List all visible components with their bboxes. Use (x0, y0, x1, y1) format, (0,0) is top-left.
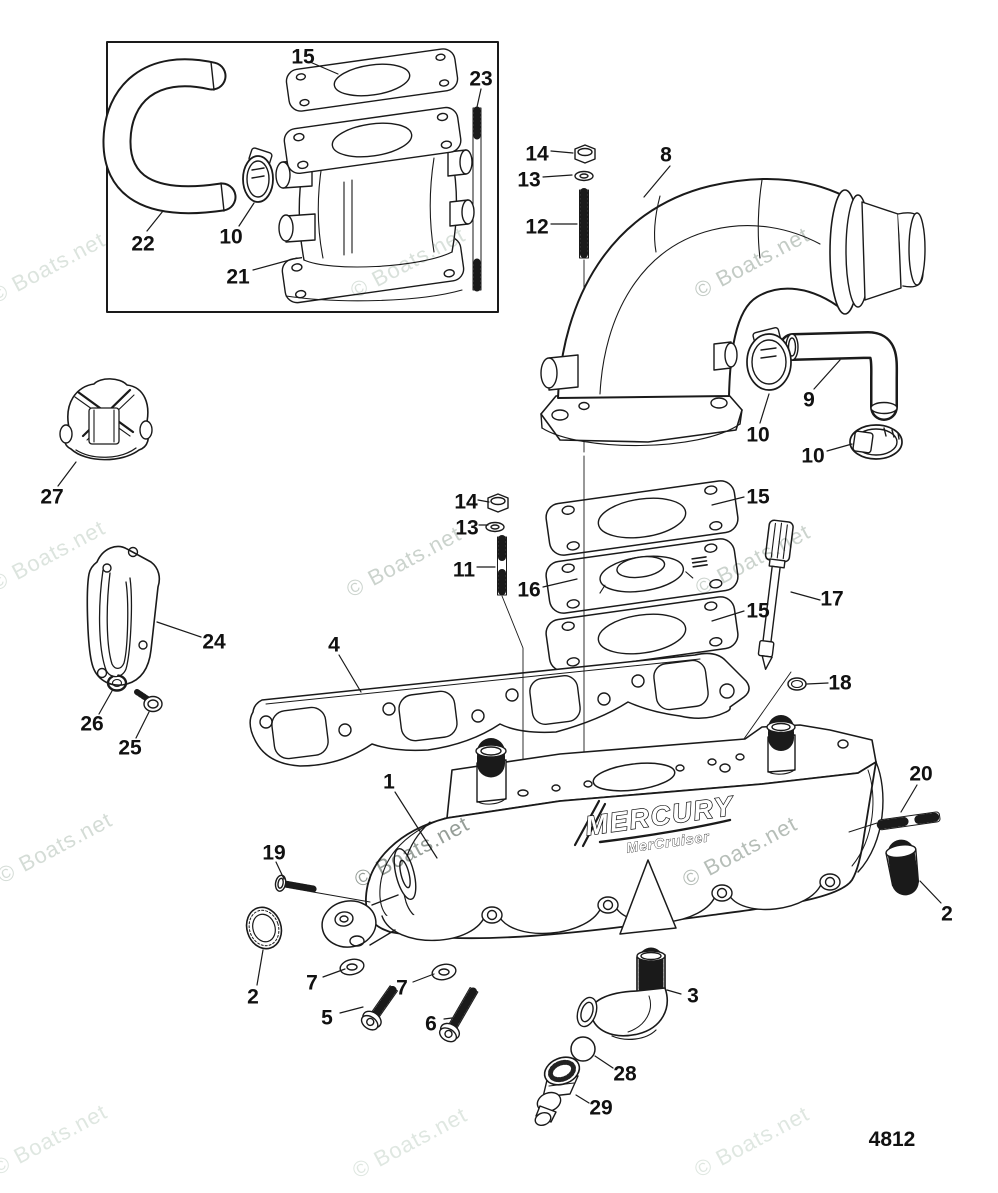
clamp-10-inset-drawing (242, 147, 274, 203)
elbow-outlet (829, 189, 926, 315)
ball-28-drawing (570, 1036, 596, 1062)
bolt-25-drawing (134, 689, 163, 713)
water-port-left (475, 738, 507, 805)
oring-18-drawing (787, 677, 807, 691)
callout-bracket-27: 27 (40, 486, 63, 509)
callout-washer-7-left: 7 (306, 972, 318, 995)
callout-fitting-3: 3 (687, 985, 699, 1008)
callout-inset-clamp-10: 10 (219, 226, 242, 249)
stud-20-pointer (848, 822, 878, 833)
stud-23-drawing (472, 106, 482, 292)
dipstick-17-drawing (757, 519, 794, 671)
stud-11-drawing (497, 535, 507, 597)
callout-oring-18: 18 (828, 672, 852, 695)
callout-stack-stud-11: 11 (453, 559, 476, 582)
callout-hose-9: 9 (803, 389, 815, 412)
manifold-1-drawing (321, 715, 884, 948)
washer-13-elbow-drawing (574, 170, 594, 182)
gasket-stack (485, 480, 807, 691)
callout-plug-2-right: 2 (941, 903, 953, 926)
washer-7-right-drawing (431, 963, 457, 981)
gasket-15-inset-drawing (285, 48, 459, 112)
callout-riser-21: 21 (226, 266, 250, 289)
manifold-gasket-4-drawing (249, 652, 750, 767)
callout-bolt-6: 6 (425, 1013, 437, 1036)
callout-elbow-nut-14: 14 (525, 143, 549, 166)
callout-plate-24: 24 (202, 631, 226, 654)
callout-clamp-10-lower: 10 (801, 445, 824, 468)
lockwasher-26-drawing (106, 674, 128, 692)
callout-ball-28: 28 (613, 1063, 637, 1086)
hose-22-drawing (102, 58, 237, 215)
screw-19-drawing (274, 874, 317, 893)
plug-2-right-drawing (885, 839, 920, 896)
washer-7-left-drawing (339, 958, 365, 976)
plug-2-left-drawing (245, 906, 283, 950)
callout-inset-gasket-15: 15 (291, 46, 315, 69)
bolt-6-drawing (438, 987, 479, 1043)
callout-stack-nut-14: 14 (454, 491, 478, 514)
callout-screw-19: 19 (262, 842, 285, 865)
callout-manifold-gasket-4: 4 (328, 634, 340, 657)
callout-inset-stud-23: 23 (469, 68, 492, 91)
callout-elbow-stud-12: 12 (525, 216, 548, 239)
gasket-15-upper-drawing (545, 480, 739, 556)
mercury-logo (573, 799, 732, 848)
restrictor-16-drawing (545, 538, 739, 614)
callout-hose-22: 22 (131, 233, 154, 256)
stud-12-drawing (579, 188, 589, 260)
fitting-3-drawing (576, 947, 668, 1040)
stud-20-drawing (876, 811, 942, 831)
nut-14-elbow-drawing (574, 144, 596, 164)
clamp-10-lower-drawing (849, 424, 903, 460)
water-port-right (766, 715, 796, 775)
callout-stack-washer-13: 13 (455, 517, 478, 540)
elbow-assembly (540, 144, 926, 460)
bracket-27-drawing (59, 378, 153, 461)
callout-bolt-25: 25 (118, 737, 142, 760)
screw-19-pointer (312, 891, 371, 903)
callout-manifold-1: 1 (383, 771, 395, 794)
callout-labels: 15 23 22 10 21 14 13 12 8 9 10 10 14 13 … (40, 46, 953, 1120)
plate-24-drawing (86, 545, 161, 686)
callout-plug-2-left: 2 (247, 986, 259, 1009)
nut-14-stack-drawing (487, 493, 509, 513)
callout-clamp-10-upper: 10 (746, 424, 769, 447)
bolt-5-drawing (360, 985, 398, 1031)
inset-box (102, 41, 499, 313)
callout-fitting-29: 29 (589, 1097, 612, 1120)
page-number: 4812 (869, 1128, 916, 1151)
callout-washer-7-right: 7 (396, 977, 408, 1000)
clamp-10-upper-drawing (746, 327, 792, 391)
callout-stud-20: 20 (909, 763, 932, 786)
washer-13-stack-drawing (485, 521, 505, 533)
callout-dipstick-17: 17 (820, 588, 843, 611)
callout-lockwasher-26: 26 (80, 713, 103, 736)
riser-21-drawing (275, 106, 475, 304)
callout-gasket-15-lower: 15 (746, 600, 770, 623)
callout-gasket-15-upper: 15 (746, 486, 770, 509)
fitting-29-drawing (534, 1056, 581, 1127)
callout-elbow-8: 8 (660, 144, 672, 167)
callout-bolt-5: 5 (321, 1007, 333, 1030)
leader-lines (57, 61, 942, 1104)
callout-elbow-washer-13: 13 (517, 169, 540, 192)
callout-restrictor-16: 16 (517, 579, 540, 602)
